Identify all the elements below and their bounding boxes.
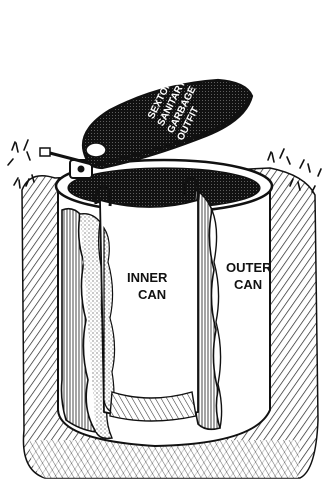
outer-can-label-line2: CAN <box>234 277 262 292</box>
inner-can-body <box>100 200 198 418</box>
inner-can-label-line2: CAN <box>138 287 166 302</box>
inner-can-label-line1: INNER <box>127 270 168 285</box>
outer-can-label-line1: OUTER <box>226 260 272 275</box>
